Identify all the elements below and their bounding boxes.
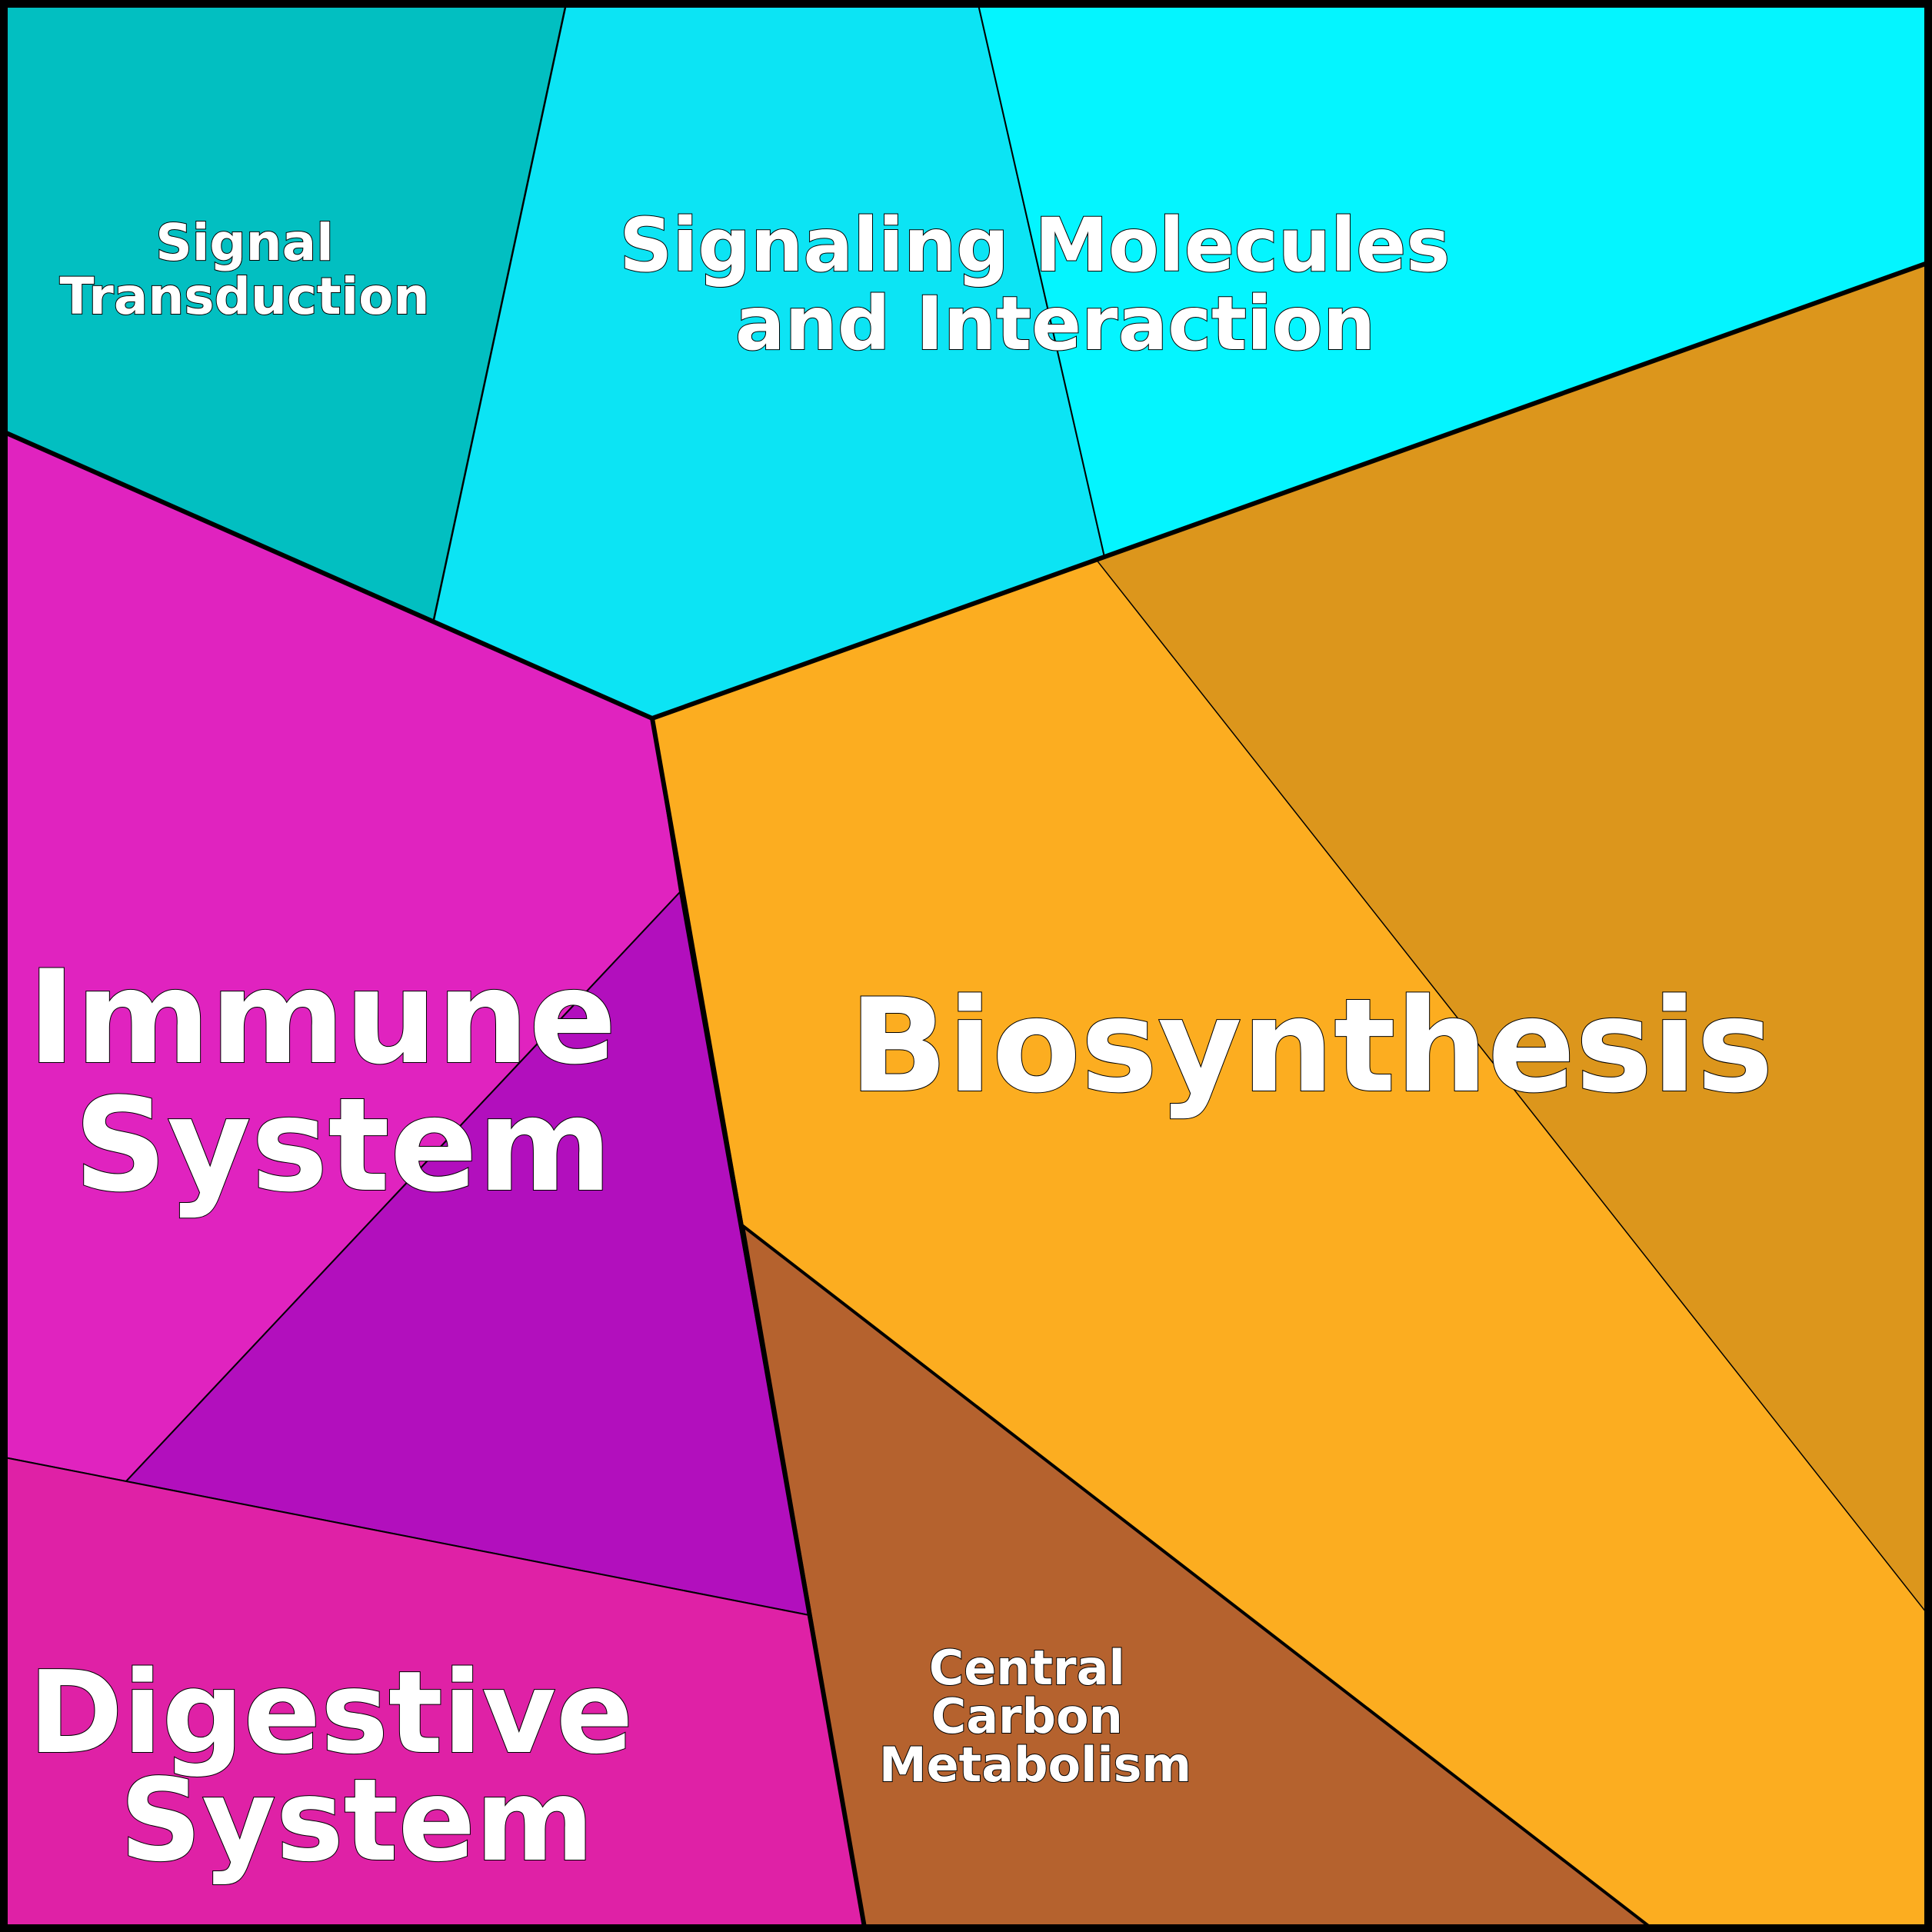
label-immune-system: Immune System xyxy=(28,942,661,1221)
label-digestive-system: Digestive System xyxy=(28,1647,673,1887)
label-biosynthesis: Biosynthesis xyxy=(849,971,1774,1121)
label-central-carbon: Central Carbon Metabolism xyxy=(879,1640,1191,1793)
group-boundary xyxy=(650,718,867,1928)
label-signaling-molecules: Signaling Molecules and Interaction xyxy=(619,202,1476,367)
